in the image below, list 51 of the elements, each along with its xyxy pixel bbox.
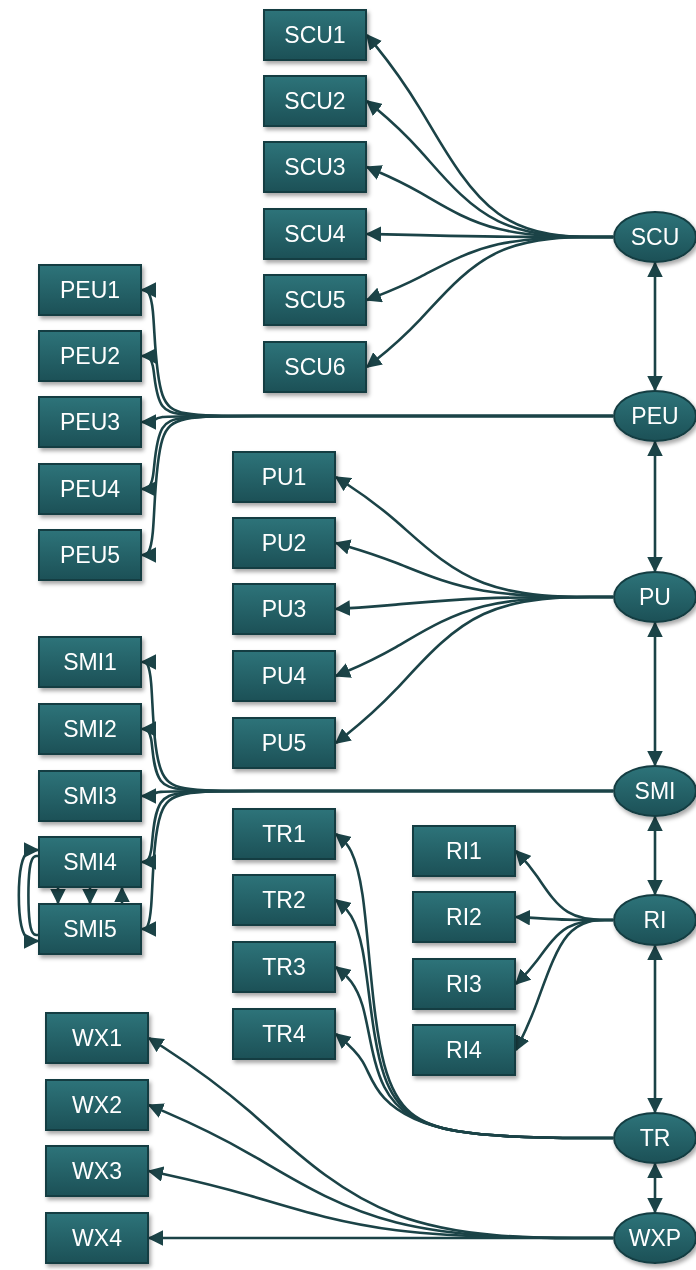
arrow: [114, 886, 130, 903]
indicator-box: PU5: [232, 717, 336, 769]
double-headed-arrow: [17, 842, 40, 949]
indicator-box: PU3: [232, 583, 336, 635]
arrow: [82, 888, 98, 905]
latent-ellipse: SMI: [613, 765, 696, 817]
indicator-box: SMI3: [38, 770, 142, 822]
indicator-box: SMI1: [38, 636, 142, 688]
indicator-box: SMI2: [38, 703, 142, 755]
latent-ellipse: SCU: [613, 211, 696, 263]
indicator-box: PU1: [232, 451, 336, 503]
indicator-box: SMI4: [38, 836, 142, 888]
indicator-box: TR2: [232, 874, 336, 926]
indicator-box: PEU2: [38, 330, 142, 382]
indicator-box: SMI5: [38, 903, 142, 955]
indicator-box: PU2: [232, 517, 336, 569]
double-headed-arrow: [647, 944, 663, 1114]
indicator-box: SCU2: [263, 75, 367, 127]
indicator-box: TR3: [232, 941, 336, 993]
indicator-box: WX4: [45, 1212, 149, 1264]
latent-ellipse: PU: [613, 571, 696, 623]
double-headed-arrow: [647, 1162, 663, 1214]
indicator-box: WX3: [45, 1145, 149, 1197]
indicator-box: SCU1: [263, 9, 367, 61]
latent-ellipse: PEU: [613, 390, 696, 442]
indicator-box: PEU1: [38, 264, 142, 316]
double-headed-arrow: [647, 621, 663, 767]
indicator-box: WX1: [45, 1012, 149, 1064]
double-headed-arrow: [647, 261, 663, 392]
arrow: [50, 888, 66, 905]
indicator-box: SCU5: [263, 274, 367, 326]
indicator-box: SCU4: [263, 208, 367, 260]
double-headed-arrow: [647, 440, 663, 573]
double-headed-arrow: [647, 815, 663, 896]
indicator-box: WX2: [45, 1079, 149, 1131]
indicator-box: SCU6: [263, 341, 367, 393]
indicator-box: RI4: [412, 1024, 516, 1076]
indicator-box: PEU3: [38, 396, 142, 448]
latent-ellipse: TR: [613, 1112, 696, 1164]
indicator-box: TR1: [232, 808, 336, 860]
connector-line: [27, 854, 39, 937]
indicator-box: PU4: [232, 650, 336, 702]
indicator-box: SCU3: [263, 141, 367, 193]
indicator-box: RI3: [412, 958, 516, 1010]
indicator-box: PEU5: [38, 529, 142, 581]
indicator-box: RI2: [412, 891, 516, 943]
indicator-box: RI1: [412, 825, 516, 877]
indicator-box: PEU4: [38, 463, 142, 515]
latent-ellipse: WXP: [613, 1212, 696, 1264]
indicator-box: TR4: [232, 1008, 336, 1060]
latent-ellipse: RI: [613, 894, 696, 946]
